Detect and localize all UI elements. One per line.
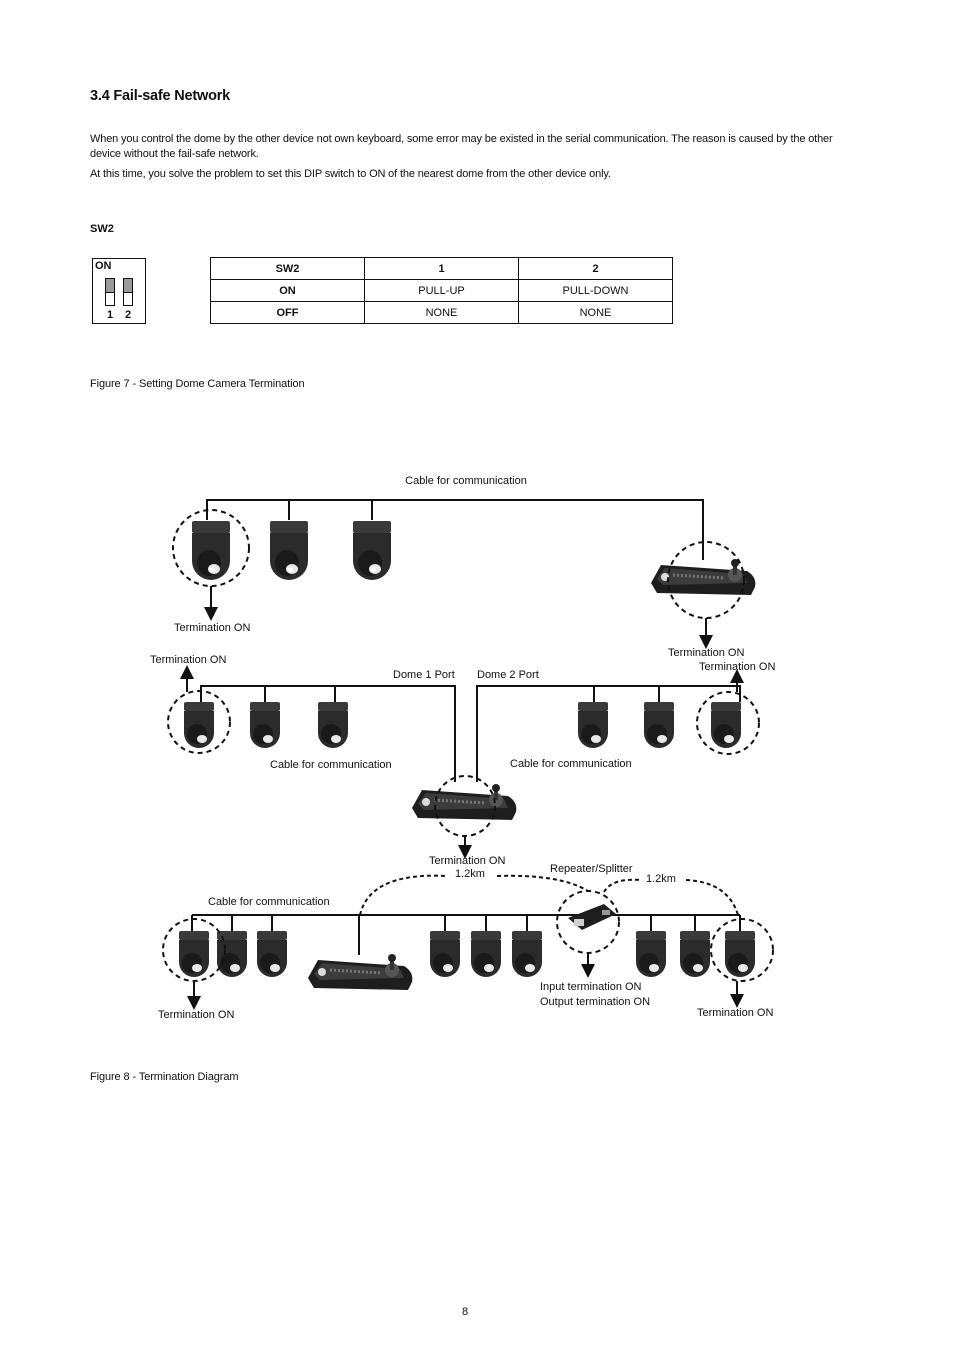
label-termination-keyboard: Termination ON <box>429 855 505 867</box>
dome-camera-icon <box>270 521 308 580</box>
dome-camera-icon <box>680 931 710 977</box>
dome-camera-icon <box>725 931 755 977</box>
dome-camera-icon <box>711 702 741 748</box>
label-termination-mid-right: Termination ON <box>699 661 775 673</box>
paragraph-1: When you control the dome by the other d… <box>90 133 833 160</box>
keyboard-controller-icon <box>649 557 757 597</box>
dip-number-1: 1 <box>107 309 114 321</box>
table-cell: PULL-UP <box>364 279 519 302</box>
keyboard-controller-icon <box>306 952 414 992</box>
dome-camera-icon <box>179 931 209 977</box>
label-input-termination: Input termination ON <box>540 981 642 993</box>
keyboard-controller-icon <box>410 782 518 822</box>
table-header-row: SW2 1 2 <box>210 257 673 280</box>
label-termination-bottom-left: Termination ON <box>158 1009 234 1021</box>
label-output-termination: Output termination ON <box>540 996 650 1008</box>
table-cell: NONE <box>364 301 519 324</box>
label-termination-top-left: Termination ON <box>174 622 250 634</box>
termination-circle <box>696 691 760 755</box>
dome-camera-icon <box>192 521 230 580</box>
dip-number-2: 2 <box>125 309 132 321</box>
dome-camera-icon <box>184 702 214 748</box>
table-cell: OFF <box>210 301 365 324</box>
termination-circle <box>710 918 774 982</box>
dip-switch-1 <box>105 278 115 306</box>
dip-switch-2 <box>123 278 133 306</box>
dome-camera-icon <box>471 931 501 977</box>
label-cable-mid-right: Cable for communication <box>510 758 632 770</box>
repeater-splitter-icon <box>568 904 616 930</box>
label-distance-left: 1.2km <box>455 868 485 880</box>
termination-circle <box>172 509 250 587</box>
dome-camera-icon <box>578 702 608 748</box>
dome-camera-icon <box>318 702 348 748</box>
label-cable-top: Cable for communication <box>405 475 527 487</box>
label-termination-bottom-right: Termination ON <box>697 1007 773 1019</box>
table-row: ON PULL-UP PULL-DOWN <box>210 279 673 302</box>
dip-switch-illustration: ON 1 2 <box>92 258 146 324</box>
table-cell: ON <box>210 279 365 302</box>
label-termination-top-right: Termination ON <box>668 647 744 659</box>
label-termination-mid-left: Termination ON <box>150 654 226 666</box>
sw2-label: SW2 <box>90 223 114 235</box>
dome-camera-icon <box>250 702 280 748</box>
label-dome2-port: Dome 2 Port <box>477 669 539 681</box>
termination-diagram: Cable for communication Termination ON T… <box>150 475 775 1021</box>
label-distance-right: 1.2km <box>646 873 676 885</box>
section-heading: 3.4 Fail-safe Network <box>90 88 231 104</box>
label-cable-bottom: Cable for communication <box>208 896 330 908</box>
dome-camera-icon <box>636 931 666 977</box>
paragraph-2: At this time, you solve the problem to s… <box>90 168 611 180</box>
dome-camera-icon <box>512 931 542 977</box>
termination-circle <box>167 690 231 754</box>
table-cell: PULL-DOWN <box>518 279 673 302</box>
sw2-settings-table: SW2 1 2 ON PULL-UP PULL-DOWN OFF NONE NO… <box>210 257 673 324</box>
table-cell: NONE <box>518 301 673 324</box>
termination-circle <box>667 541 745 619</box>
label-cable-mid-left: Cable for communication <box>270 759 392 771</box>
label-dome1-port: Dome 1 Port <box>393 669 455 681</box>
dome-camera-icon <box>430 931 460 977</box>
label-repeater-splitter: Repeater/Splitter <box>550 863 633 875</box>
page-number: 8 <box>461 1306 469 1318</box>
table-header-cell: 2 <box>518 257 673 280</box>
table-header-cell: 1 <box>364 257 519 280</box>
figure-7-caption: Figure 7 - Setting Dome Camera Terminati… <box>90 378 305 390</box>
dome-camera-icon <box>353 521 391 580</box>
dome-camera-icon <box>644 702 674 748</box>
table-row: OFF NONE NONE <box>210 301 673 324</box>
dip-on-label: ON <box>95 260 112 272</box>
table-header-cell: SW2 <box>210 257 365 280</box>
figure-8-caption: Figure 8 - Termination Diagram <box>90 1071 239 1083</box>
dome-camera-icon <box>257 931 287 977</box>
